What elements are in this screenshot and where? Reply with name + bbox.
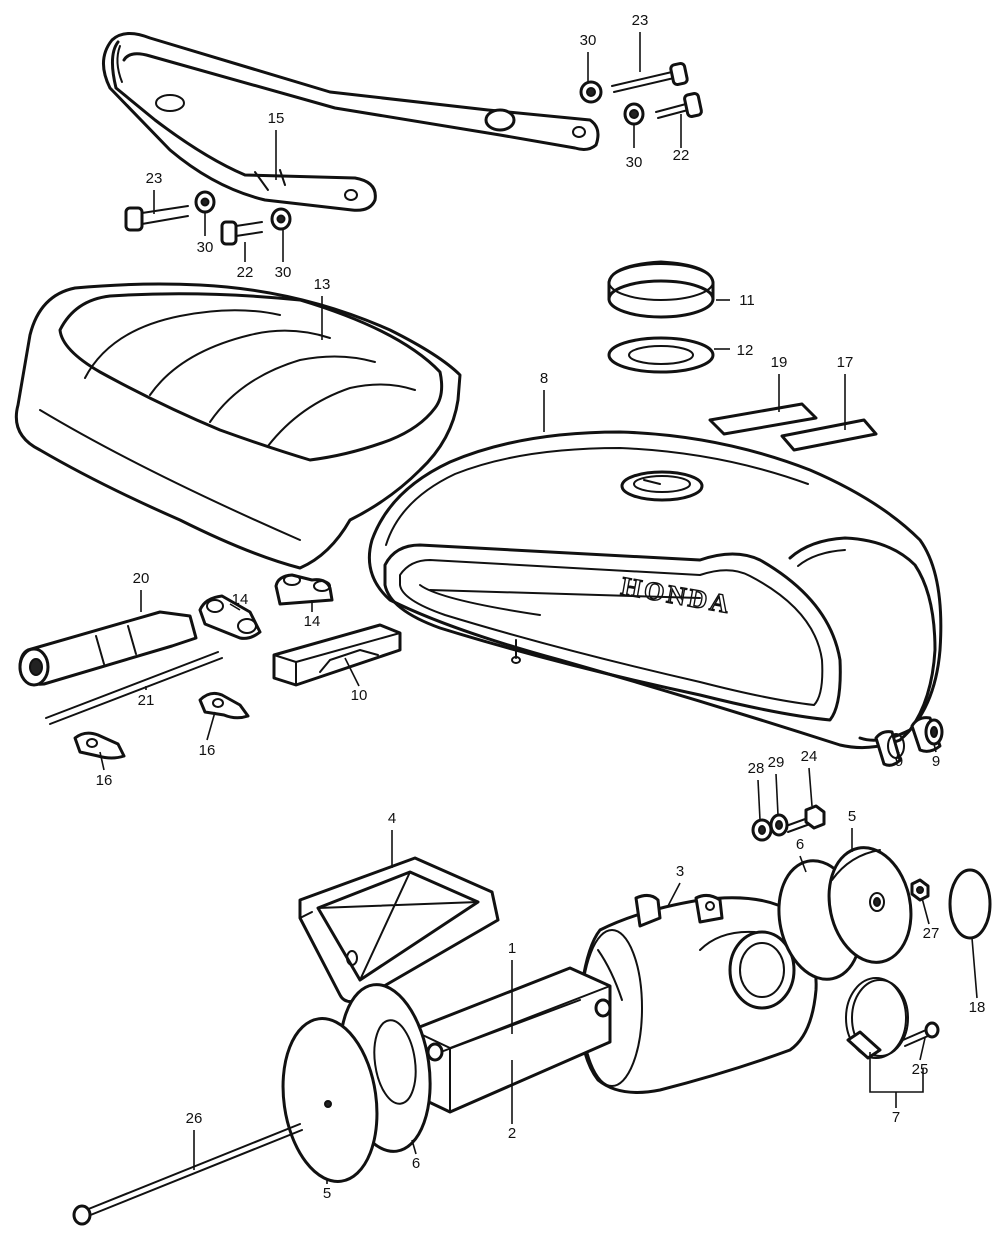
screw-25 bbox=[902, 1021, 940, 1047]
bolt-23-top bbox=[611, 62, 689, 93]
bolt-22-left bbox=[220, 220, 263, 246]
decal-17 bbox=[780, 418, 878, 452]
callout-29: 29 bbox=[768, 754, 785, 771]
callout-2: 2 bbox=[508, 1125, 516, 1142]
callout-labels: 15 30 23 22 30 23 30 22 30 13 11 12 19 1… bbox=[96, 12, 986, 1202]
bolt-24 bbox=[785, 804, 826, 833]
callout-12: 12 bbox=[737, 342, 754, 359]
callout-16-a: 16 bbox=[199, 742, 216, 759]
air-cleaner-bracket bbox=[298, 856, 500, 1004]
callout-6-a: 6 bbox=[796, 836, 804, 853]
seat bbox=[14, 282, 462, 570]
clamp-band bbox=[845, 977, 909, 1060]
callout-14-b: 14 bbox=[304, 613, 321, 630]
honda-logo: HONDA bbox=[619, 571, 734, 619]
bolt-22-top bbox=[655, 92, 703, 119]
callout-11: 11 bbox=[739, 292, 755, 309]
clip-16-b bbox=[73, 731, 126, 760]
callout-7: 7 bbox=[892, 1109, 900, 1126]
cover-5-right bbox=[827, 846, 913, 964]
decal-19 bbox=[708, 402, 818, 436]
nut-30-left-b bbox=[270, 207, 292, 231]
callout-30-c: 30 bbox=[197, 239, 214, 256]
callout-30-a: 30 bbox=[580, 32, 597, 49]
fuel-tank-cap bbox=[607, 260, 715, 319]
callout-17: 17 bbox=[837, 354, 854, 371]
cap-gasket bbox=[607, 336, 715, 374]
callout-9-b: 9 bbox=[932, 753, 940, 770]
cushion-14-a bbox=[198, 594, 262, 640]
seal-18 bbox=[948, 868, 992, 940]
callout-15: 15 bbox=[268, 110, 285, 127]
callout-30-b: 30 bbox=[626, 154, 643, 171]
callout-21: 21 bbox=[138, 692, 155, 709]
mount-rubber-10 bbox=[272, 623, 402, 687]
nut-30-left-a bbox=[194, 190, 216, 214]
leader-lines bbox=[99, 32, 978, 1184]
callout-22-a: 22 bbox=[673, 147, 690, 164]
callout-18: 18 bbox=[969, 999, 986, 1016]
callout-3: 3 bbox=[676, 863, 684, 880]
callout-5-a: 5 bbox=[848, 808, 856, 825]
nut-30-top-b bbox=[623, 102, 645, 126]
tool-handle-20 bbox=[18, 610, 198, 687]
tank-cushion-b bbox=[910, 716, 944, 753]
clip-16-a bbox=[198, 691, 250, 720]
callout-5-b: 5 bbox=[323, 1185, 331, 1202]
callout-13: 13 bbox=[314, 276, 331, 293]
callout-4: 4 bbox=[388, 810, 396, 827]
fuel-tank: HONDA bbox=[367, 430, 943, 750]
cushion-14-b bbox=[274, 573, 334, 606]
callout-19: 19 bbox=[771, 354, 788, 371]
air-filter-element bbox=[410, 966, 612, 1114]
callout-26: 26 bbox=[186, 1110, 203, 1127]
cover-5-left bbox=[281, 1017, 379, 1183]
callout-10: 10 bbox=[351, 687, 368, 704]
rod-21 bbox=[45, 651, 223, 725]
callout-30-d: 30 bbox=[275, 264, 292, 281]
callout-22-b: 22 bbox=[237, 264, 254, 281]
callout-27: 27 bbox=[923, 925, 940, 942]
callout-23-b: 23 bbox=[146, 170, 163, 187]
washer-28 bbox=[751, 818, 773, 842]
callout-20: 20 bbox=[133, 570, 150, 587]
callout-24: 24 bbox=[801, 748, 818, 765]
callout-1: 1 bbox=[508, 940, 516, 957]
nut-30-top-a bbox=[579, 80, 603, 104]
bolt-23-left bbox=[124, 205, 189, 232]
callout-14-a: 14 bbox=[232, 591, 249, 608]
callout-25: 25 bbox=[912, 1061, 929, 1078]
callout-6-b: 6 bbox=[412, 1155, 420, 1172]
callout-9-a: 9 bbox=[895, 753, 903, 770]
long-bolt-26 bbox=[72, 1123, 303, 1226]
callout-23-a: 23 bbox=[632, 12, 649, 29]
grab-rail bbox=[102, 32, 600, 212]
washer-29 bbox=[769, 813, 789, 837]
callout-28: 28 bbox=[748, 760, 765, 777]
callout-16-b: 16 bbox=[96, 772, 113, 789]
nut-27 bbox=[910, 878, 930, 902]
callout-8: 8 bbox=[540, 370, 548, 387]
